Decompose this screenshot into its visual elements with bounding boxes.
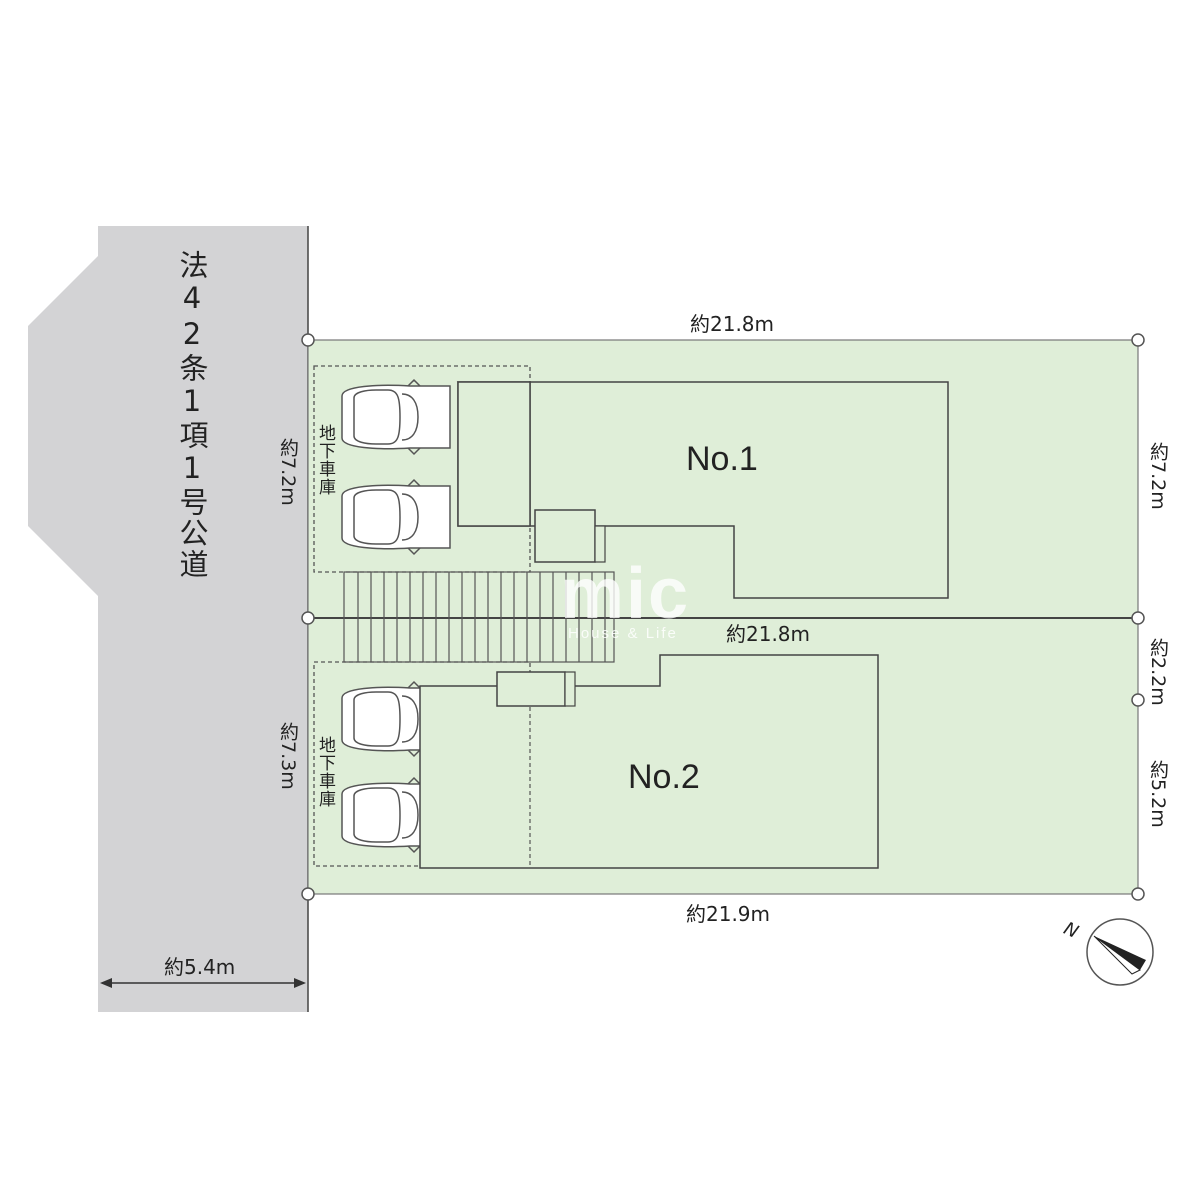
- lot-2-rear-dimension-2: 約5.2m: [1147, 760, 1169, 828]
- stairs: [343, 571, 615, 663]
- building-1-entrance-step: [594, 525, 606, 563]
- lot-1-rear-dimension: 約7.2m: [1147, 442, 1169, 510]
- lot-1-garage-label: 地下車庫: [315, 424, 335, 496]
- public-road: [28, 226, 308, 1012]
- building-2-entrance: [496, 671, 566, 707]
- lot-2-garage-label: 地下車庫: [315, 736, 335, 808]
- lot-1-depth-dimension: 約7.2m: [277, 438, 299, 506]
- lot-1-front-dimension: 約21.8m: [690, 312, 775, 336]
- lot-2-back-dimension: 約21.9m: [686, 902, 771, 926]
- car-icon: [341, 479, 451, 555]
- lot-2-rear-dimension-1: 約2.2m: [1147, 638, 1169, 706]
- car-icon: [341, 379, 451, 455]
- watermark-logo: mic: [560, 554, 691, 634]
- building-1-garage-roof: [457, 381, 531, 527]
- road-width-label: 約5.4m: [164, 955, 236, 979]
- boundary-markers: [301, 333, 1145, 901]
- lot-1-name: No.1: [686, 440, 758, 478]
- north-arrow-icon: [1086, 918, 1154, 986]
- watermark-tagline: House & Life: [568, 625, 678, 642]
- lot-2-name: No.2: [628, 758, 700, 796]
- building-2: [419, 654, 879, 869]
- building-2-entrance-step: [564, 671, 576, 707]
- road-label: 法42条1項1号公道: [175, 250, 209, 580]
- lot-2-depth-dimension: 約7.3m: [277, 722, 299, 790]
- lot-2-front-dimension: 約21.8m: [726, 622, 811, 646]
- road-width-dimension: [100, 978, 306, 988]
